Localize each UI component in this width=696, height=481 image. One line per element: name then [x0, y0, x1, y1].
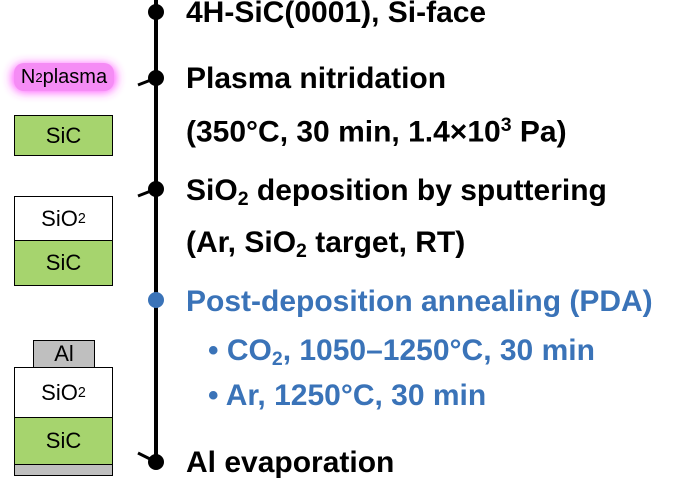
timeline-dot-4: [148, 292, 164, 308]
sic-layer-stack3: SiC: [14, 417, 113, 465]
connector-2: [137, 76, 157, 87]
connector-5: [137, 451, 157, 464]
sic-layer-stack2: SiC: [14, 240, 113, 286]
step-1-substrate: 4H-SiC(0001), Si-face: [186, 0, 487, 29]
timeline-dot-1: [148, 4, 164, 20]
al-electrode: Al: [33, 340, 95, 368]
sic-layer-stack1: SiC: [14, 115, 113, 156]
step-4-title: Post-deposition annealing (PDA): [186, 285, 653, 318]
step-4-bullet-2: • Ar, 1250°C, 30 min: [208, 379, 487, 412]
step-5-title: Al evaporation: [186, 446, 395, 479]
step-3-conditions: (Ar, SiO2 target, RT): [186, 226, 466, 262]
step-3-title: SiO2 deposition by sputtering: [186, 174, 607, 210]
connector-3: [137, 187, 157, 198]
back-contact: [14, 464, 113, 476]
step-2-conditions: (350°C, 30 min, 1.4×103 Pa): [186, 114, 567, 149]
step-4-bullet-1: • CO2, 1050–1250°C, 30 min: [208, 334, 595, 370]
step-2-title: Plasma nitridation: [186, 62, 447, 95]
